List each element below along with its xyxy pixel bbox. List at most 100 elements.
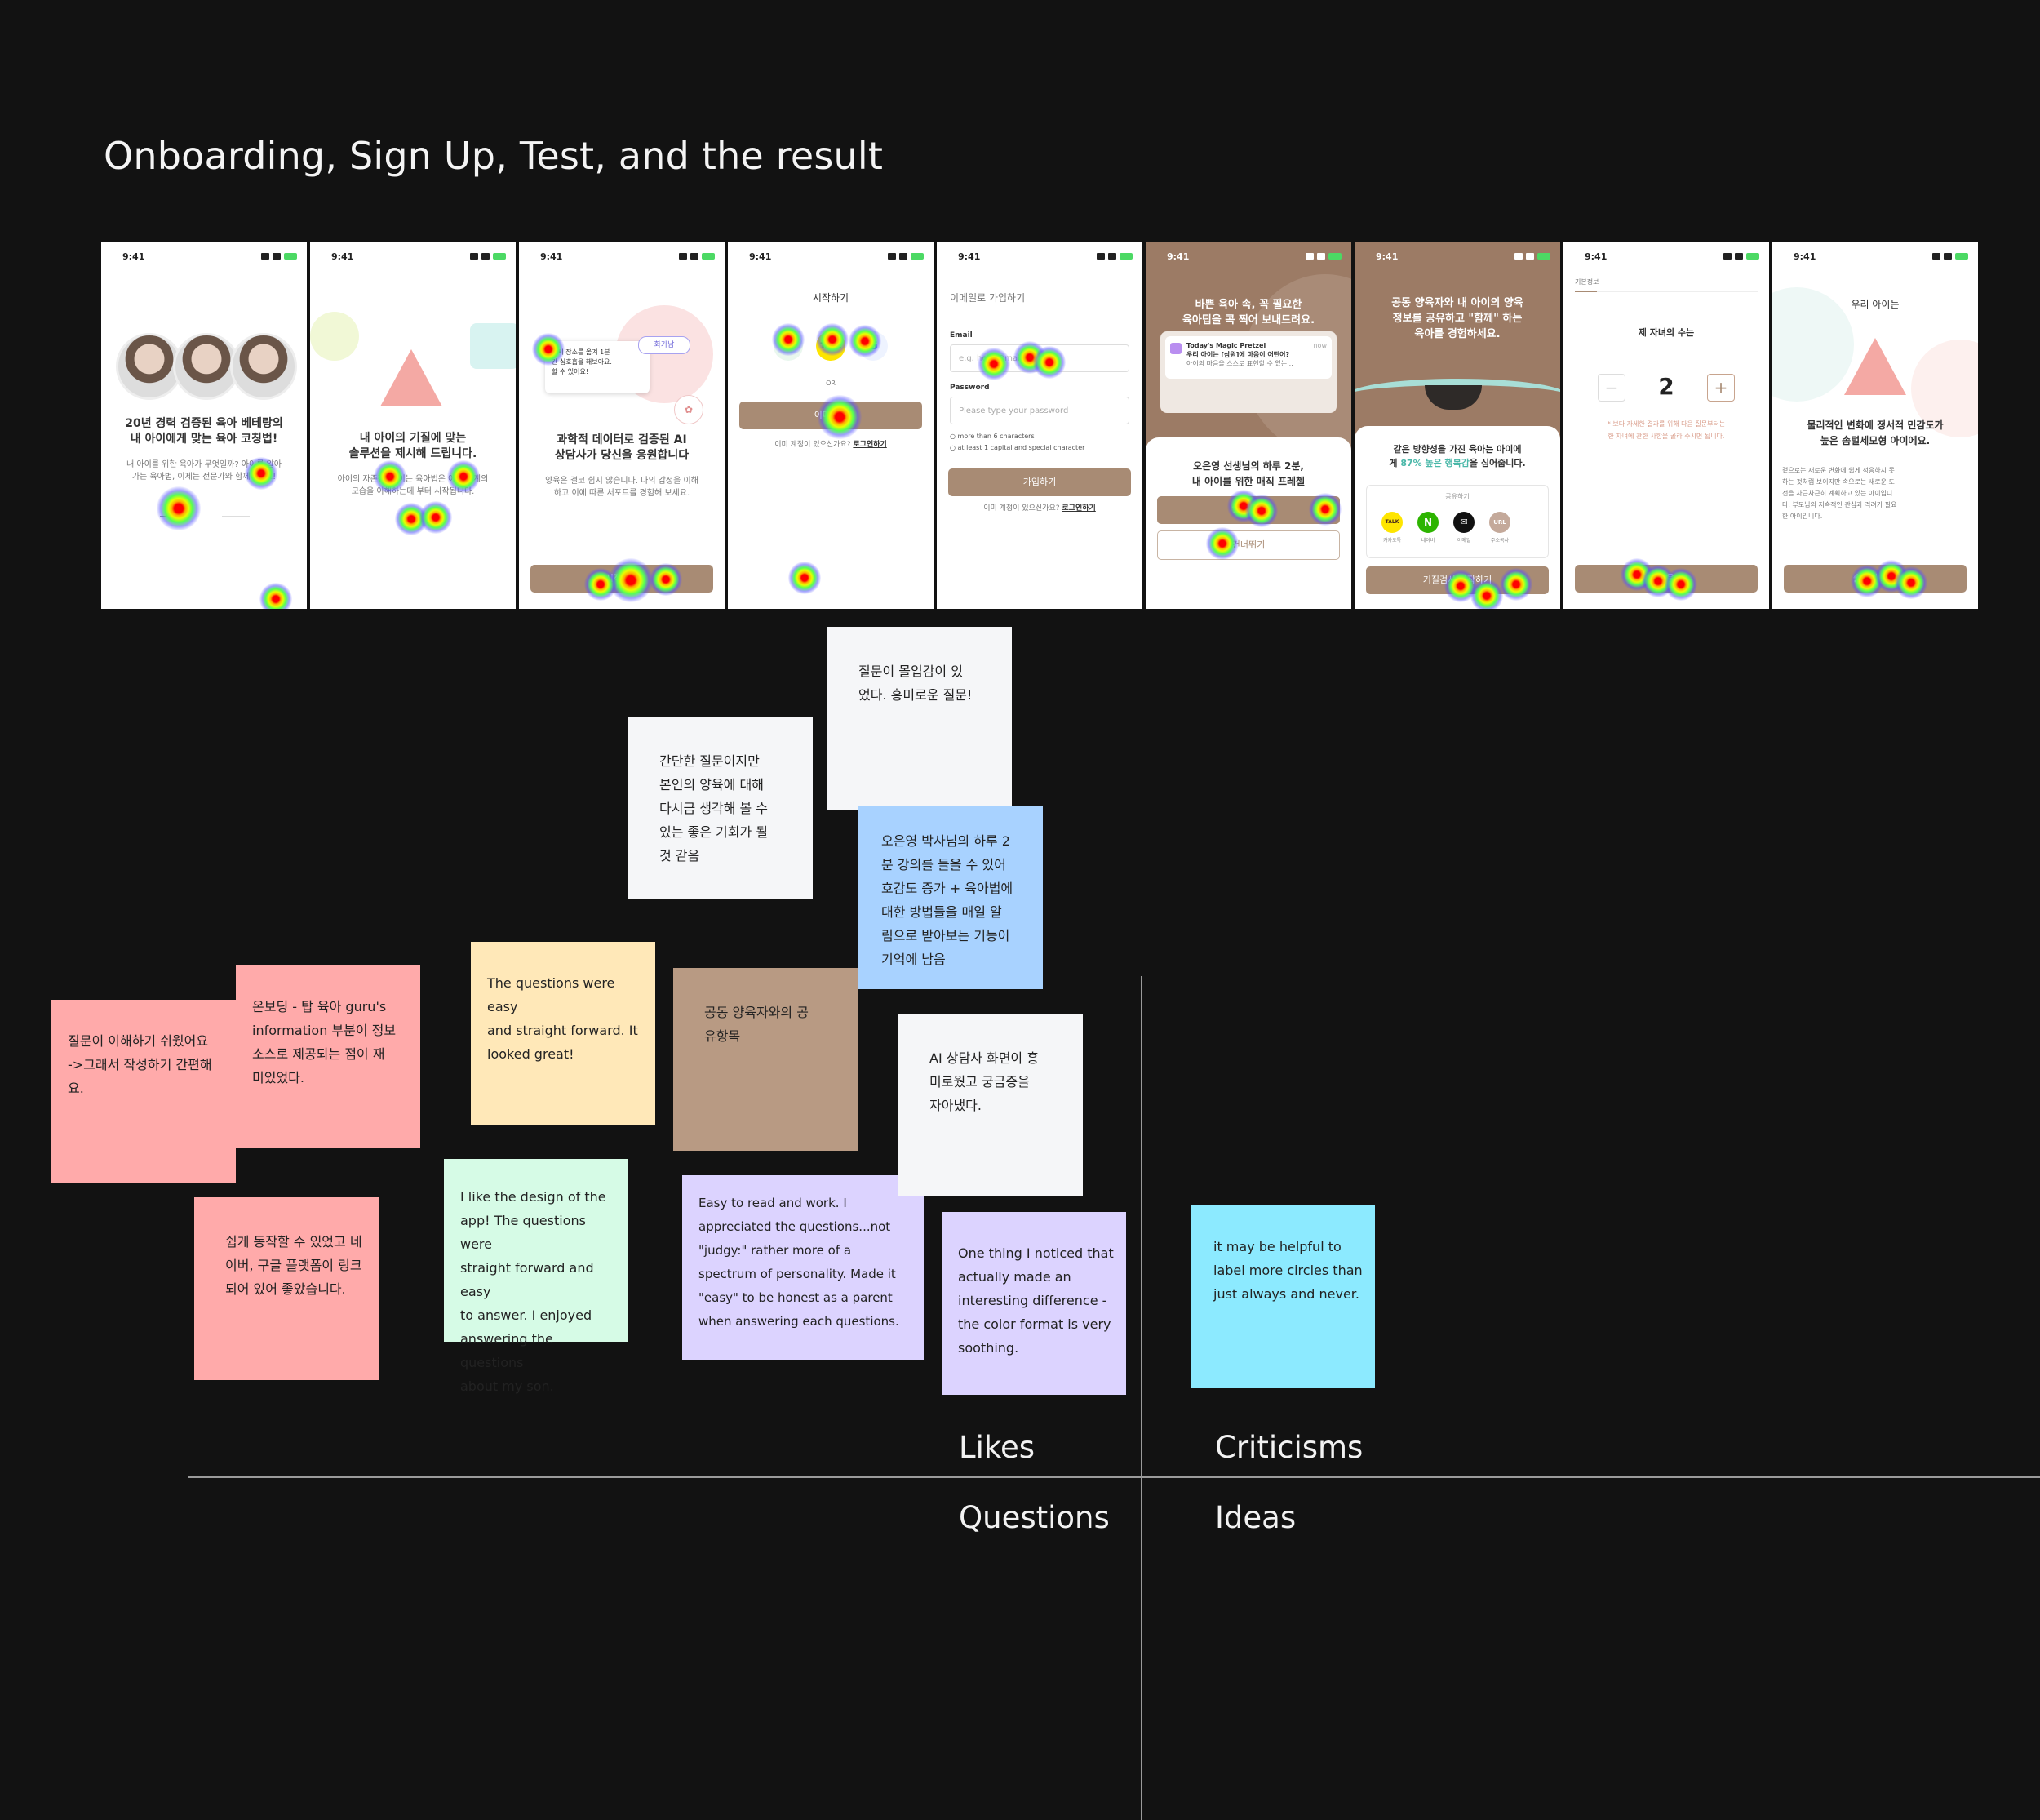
heatmap-spot [772, 323, 805, 356]
share-caption: 카카오톡 [1382, 538, 1402, 544]
push-notification: Today's Magic Pretzel now 우리 아이는 [삼원]에 마… [1165, 336, 1332, 379]
status-bar: 9:41 [1355, 251, 1560, 264]
quadrant-label-likes: Likes [959, 1430, 1036, 1465]
sticky-note[interactable]: 질문이 몰입감이 있 었다. 흥미로운 질문! [827, 627, 1012, 810]
email-share-icon[interactable]: ✉ [1453, 512, 1475, 533]
sticky-text: The questions were easy and straight for… [487, 975, 638, 1062]
progress-fill [1575, 291, 1597, 292]
screen-title: 이메일로 가입하기 [950, 292, 1026, 304]
progress-track [1575, 291, 1758, 292]
heatmap-spot [532, 333, 565, 366]
sticky-note[interactable]: The questions were easy and straight for… [471, 942, 655, 1125]
sticky-note[interactable]: 온보딩 - 탑 육아 guru's information 부분이 정보 소스로… [236, 965, 420, 1148]
heatmap-spot [650, 563, 682, 596]
login-link[interactable]: 로그인하기 [1062, 504, 1096, 513]
sticky-note[interactable]: 공동 양육자와의 공 유항목 [673, 968, 858, 1151]
sticky-text: AI 상담사 화면이 흥 미로웠고 궁금증을 자아냈다. [929, 1050, 1039, 1113]
sticky-text: I like the design of the app! The questi… [460, 1189, 606, 1394]
card-text: 같은 방향성을 가진 육아는 아이에 게 87% 높은 행복감을 심어줍니다. [1389, 444, 1526, 468]
heatmap-spot [1500, 568, 1532, 601]
screen-start[interactable]: 9:41 시작하기 N TALK G OR 이메일로 이미 계정이 있으신가요?… [728, 242, 934, 609]
share-box: 공유하기 TALK N ✉ URL 카카오톡 네이버 이메일 주소복사 [1366, 485, 1549, 558]
section-label: 기본정보 [1575, 278, 1599, 286]
sticky-note[interactable]: 질문이 이해하기 쉬웠어요 ->그래서 작성하기 간편해 요. [51, 1000, 236, 1183]
login-link[interactable]: 로그인하기 [853, 441, 887, 449]
sticky-text: 오은영 박사님의 하루 2 분 강의를 들을 수 있어 호감도 증가 + 육아법… [881, 833, 1013, 967]
sticky-text: 질문이 몰입감이 있 었다. 흥미로운 질문! [858, 664, 973, 703]
ai-avatar-icon: ✿ [674, 395, 703, 424]
sticky-text: it may be helpful to label more circles … [1213, 1239, 1363, 1302]
sticky-note[interactable]: Easy to read and work. I appreciated the… [682, 1175, 924, 1360]
status-bar: 9:41 [310, 251, 516, 264]
screen-email-signup[interactable]: 9:41 이메일로 가입하기 Email e.g. hello@mail.com… [937, 242, 1142, 609]
onboarding-subtext: 양육은 결코 쉽지 않습니다. 나의 감정을 이해 하고 이에 따른 서포트를 … [545, 477, 698, 498]
sticky-note[interactable]: One thing I noticed that actually made a… [942, 1212, 1126, 1395]
triangle-illustration [380, 349, 442, 406]
password-field[interactable]: Please type your password [950, 397, 1129, 424]
heatmap-spot [1309, 493, 1342, 526]
screen-notification-optin[interactable]: 9:41 바쁜 육아 속, 꼭 필요한 육아팁을 콕 찍어 보내드려요. Tod… [1146, 242, 1351, 609]
or-label: OR [818, 377, 844, 389]
sticky-text: Easy to read and work. I appreciated the… [698, 1196, 899, 1329]
expert-avatar [173, 333, 240, 400]
signup-button[interactable]: 가입하기 [948, 468, 1131, 496]
quadrant-vertical-axis [1141, 976, 1142, 1820]
app-icon [1170, 343, 1182, 354]
screen-onboarding-experts[interactable]: 9:41 20년 경력 검증된 육아 베테랑의 내 아이에게 맞는 육아 코칭법… [101, 242, 307, 609]
onboarding-headline: 과학적 데이터로 검증된 AI 상담사가 당신을 응원합니다 [554, 433, 690, 462]
sticky-note[interactable]: it may be helpful to label more circles … [1191, 1205, 1375, 1388]
share-caption: 이메일 [1457, 538, 1471, 544]
sticky-text: 간단한 질문이지만 본인의 양육에 대해 다시금 생각해 볼 수 있는 좋은 기… [659, 753, 769, 863]
status-bar: 9:41 [937, 251, 1142, 264]
heatmap-spot [1665, 568, 1697, 601]
sticky-note[interactable]: 쉽게 동작할 수 있었고 네 이버, 구글 플랫폼이 링크 되어 있어 좋았습니… [194, 1197, 379, 1380]
heatmap-spot [849, 325, 881, 357]
status-bar: 9:41 [101, 251, 307, 264]
sticky-note[interactable]: I like the design of the app! The questi… [444, 1159, 628, 1394]
sticky-text: 온보딩 - 탑 육아 guru's information 부분이 정보 소스로… [252, 999, 397, 1085]
quadrant-label-criticisms: Criticisms [1215, 1430, 1364, 1465]
status-bar: 9:41 [1563, 251, 1769, 264]
sticky-text: 쉽게 동작할 수 있었고 네 이버, 구글 플랫폼이 링크 되어 있어 좋았습니… [225, 1234, 362, 1297]
sticky-note[interactable]: 간단한 질문이지만 본인의 양육에 대해 다시금 생각해 볼 수 있는 좋은 기… [628, 717, 813, 899]
decor-circle [310, 312, 359, 361]
heatmap-spot [978, 348, 1010, 380]
password-label: Password [950, 384, 990, 392]
increment-button[interactable]: + [1707, 374, 1735, 402]
emotion-tag[interactable]: 화가남 [638, 336, 690, 354]
sticky-text: One thing I noticed that actually made a… [958, 1245, 1114, 1356]
decrement-button[interactable]: − [1598, 374, 1625, 402]
screen-onboarding-ai[interactable]: 9:41 잠시 장소를 옮겨 1분 간 심호흡을 해보아요. 할 수 있어요! … [519, 242, 725, 609]
screen-co-parent-share[interactable]: 9:41 공동 양육자와 내 아이의 양육 정보를 공유하고 "함께" 하는 육… [1355, 242, 1560, 609]
sticky-note[interactable]: 오은영 박사님의 하루 2 분 강의를 들을 수 있어 호감도 증가 + 육아법… [858, 806, 1043, 989]
page-title: Onboarding, Sign Up, Test, and the resul… [104, 134, 884, 178]
onboarding-headline: 공동 양육자와 내 아이의 양육 정보를 공유하고 "함께" 하는 육아를 경험… [1391, 297, 1523, 340]
heatmap-spot [1245, 495, 1278, 527]
sticky-text: 질문이 이해하기 쉬웠어요 ->그래서 작성하기 간편해 요. [68, 1033, 212, 1096]
note-text: * 보다 자세한 결과를 위해 다음 질문부터는 한 자녀에 관한 사항을 골라… [1607, 420, 1726, 440]
page-indicator [222, 516, 250, 517]
url-copy-icon[interactable]: URL [1489, 512, 1510, 533]
login-prompt: 이미 계정이 있으신가요? 로그인하기 [774, 441, 887, 449]
screen-onboarding-solution[interactable]: 9:41 내 아이의 기질에 맞는 솔루션을 제시해 드립니다. 아이의 자존감… [310, 242, 516, 609]
share-label: 공유하기 [1445, 493, 1470, 500]
question-text: 제 자녀의 수는 [1638, 327, 1695, 338]
password-rule: ○ more than 6 characters [950, 433, 1035, 440]
screen-test-result[interactable]: 9:41 우리 아이는 물리적인 변화에 정서적 민감도가 높은 솜털세모형 아… [1772, 242, 1978, 609]
heatmap-spot [816, 323, 849, 356]
sticky-note[interactable]: AI 상담사 화면이 흥 미로웠고 궁금증을 자아냈다. [898, 1014, 1083, 1196]
child-count-value: 2 [1658, 373, 1674, 400]
quadrant-label-ideas: Ideas [1215, 1500, 1297, 1535]
kakao-share-icon[interactable]: TALK [1381, 512, 1403, 533]
status-bar: 9:41 [1146, 251, 1351, 264]
status-bar: 9:41 [1772, 251, 1978, 264]
screen-child-count[interactable]: 9:41 기본정보 제 자녀의 수는 − 2 + * 보다 자세한 결과를 위해… [1563, 242, 1769, 609]
heatmap-spot [1033, 346, 1066, 379]
password-rule: ○ at least 1 capital and special charact… [950, 444, 1085, 451]
heatmap-spot [1470, 579, 1503, 609]
naver-share-icon[interactable]: N [1417, 512, 1439, 533]
skip-button[interactable]: 건너뛰기 [1157, 530, 1340, 560]
email-label: Email [950, 331, 973, 340]
heatmap-spot [1895, 566, 1927, 599]
screens-strip: 9:41 20년 경력 검증된 육아 베테랑의 내 아이에게 맞는 육아 코칭법… [101, 242, 1982, 609]
